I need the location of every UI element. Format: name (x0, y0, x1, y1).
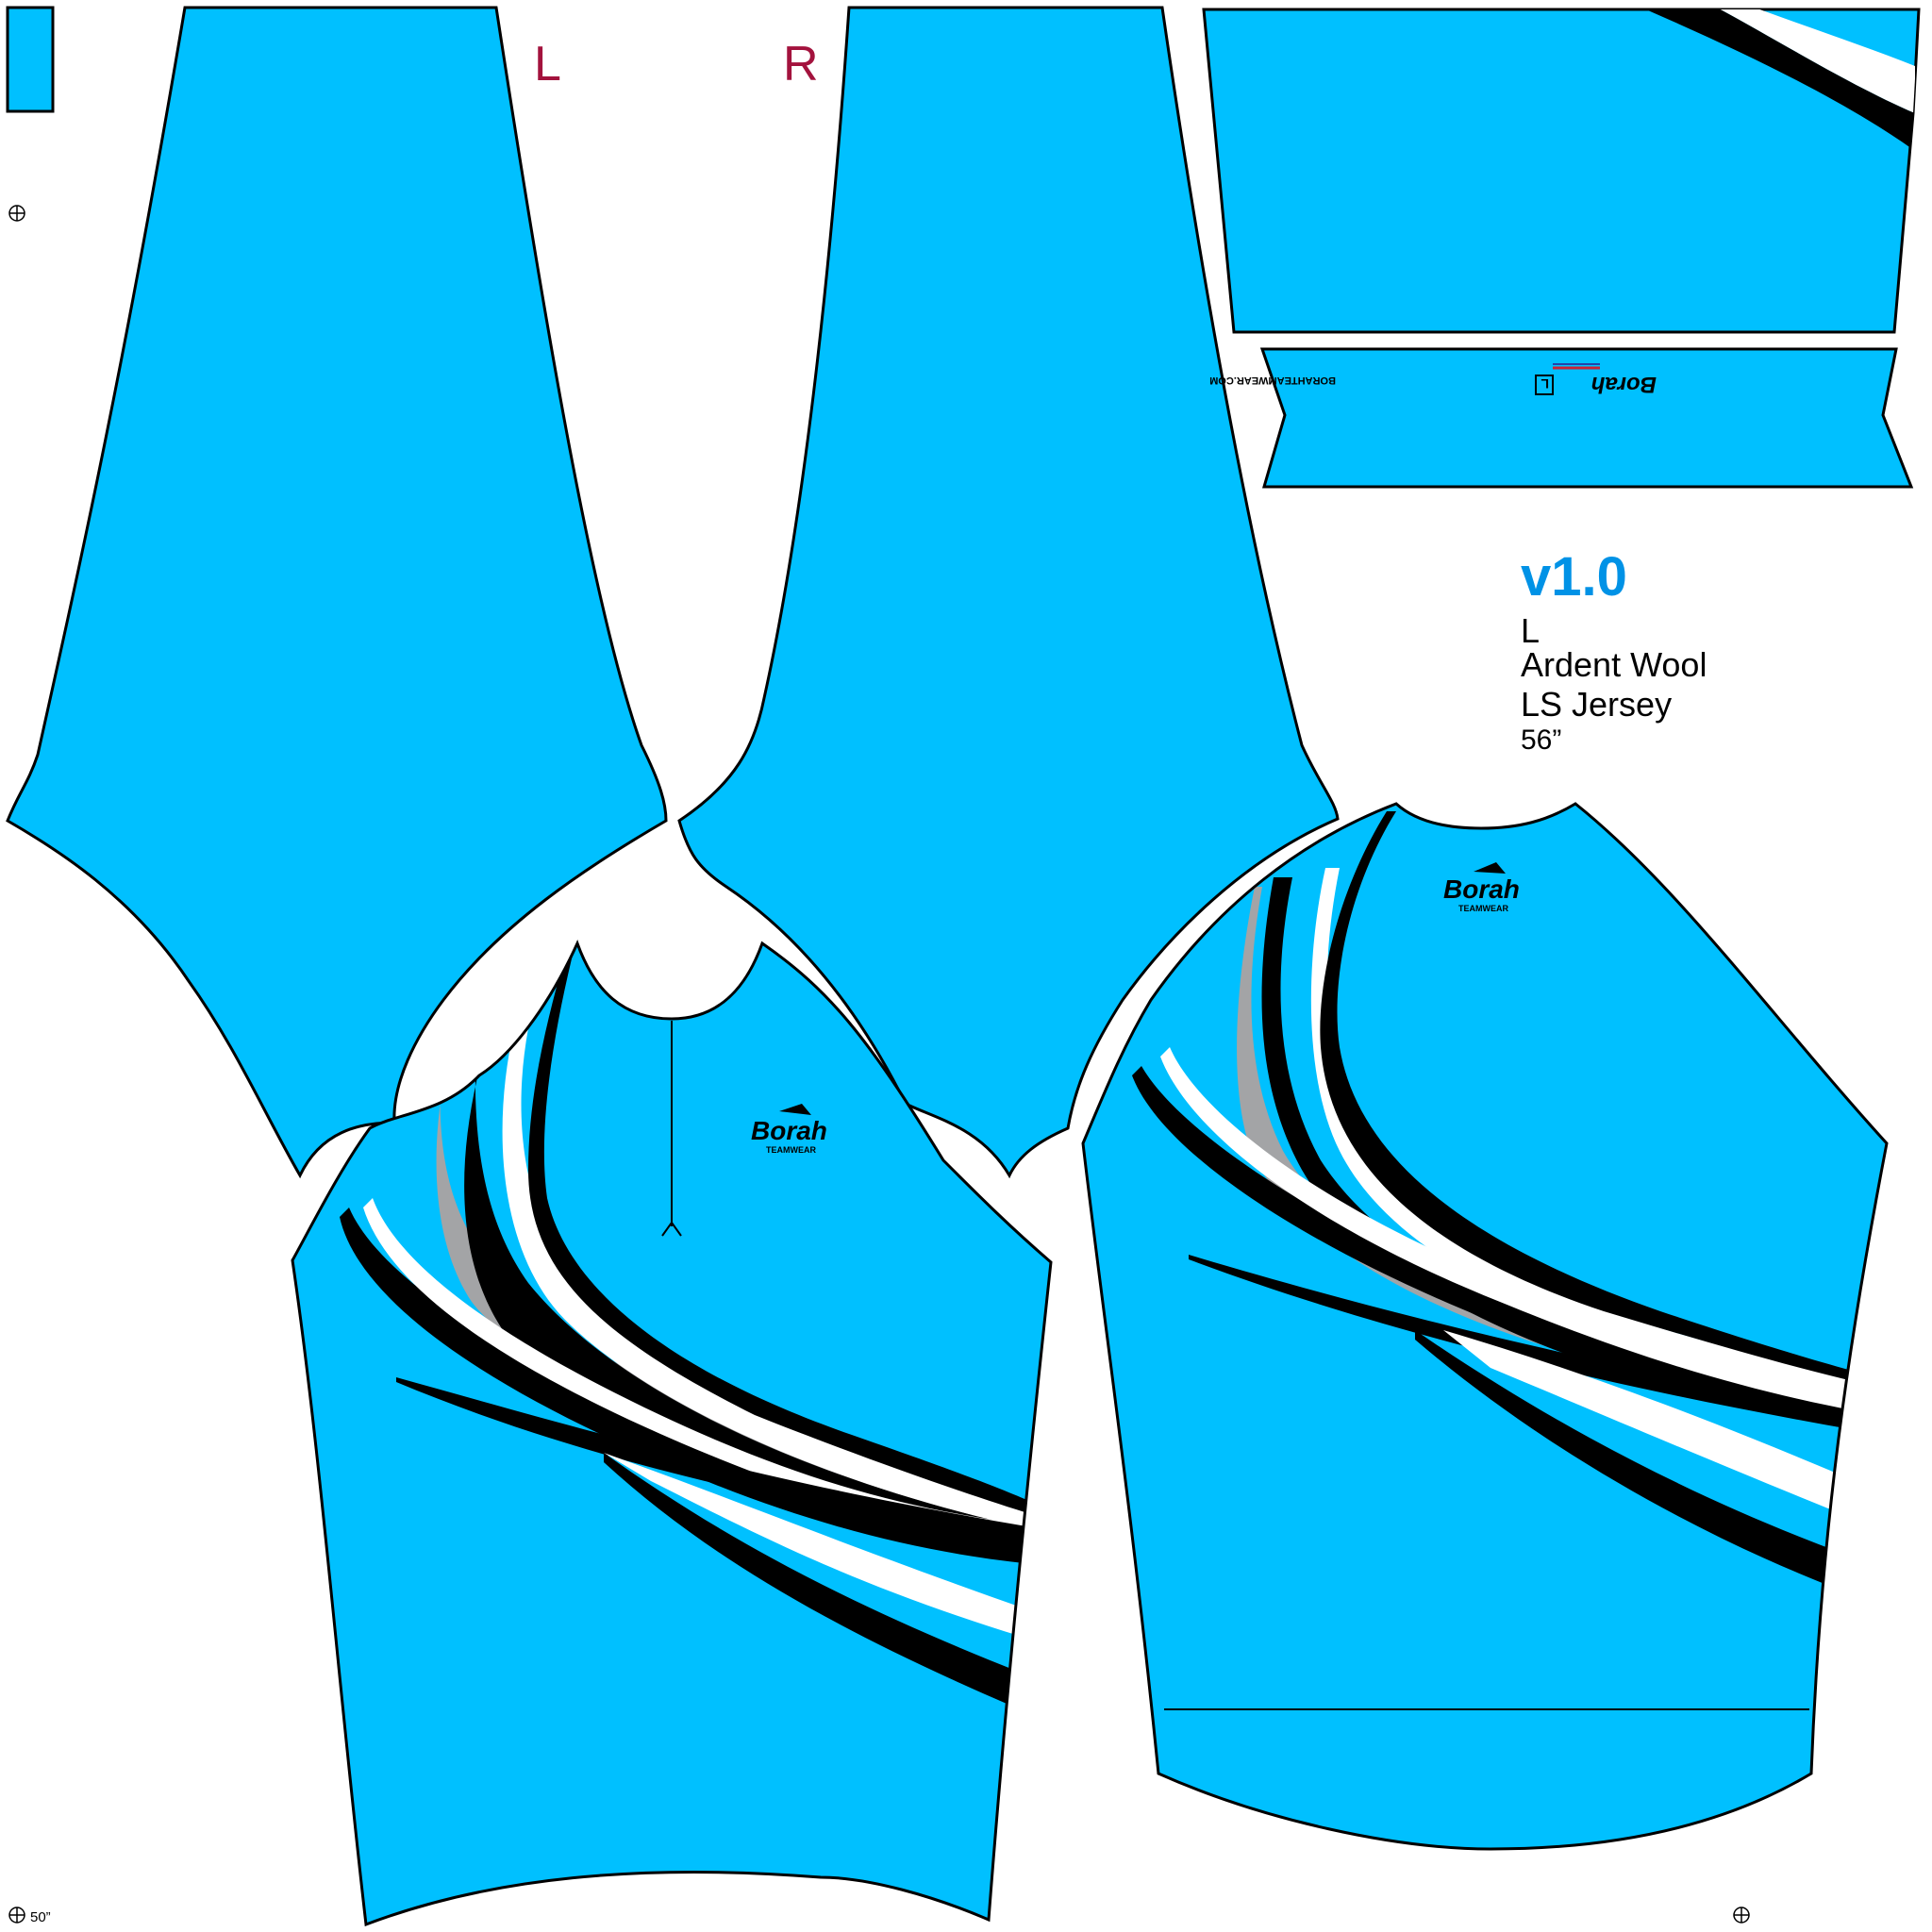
back-panel: Borah TEAMWEAR (1081, 802, 1889, 1851)
left-sleeve-panel (6, 6, 668, 1179)
mountain-peak-icon (779, 1104, 811, 1115)
width-text: 56” (1521, 724, 1562, 756)
pocket-website-text: BORAHTEAMWEAR.COM (1209, 375, 1336, 386)
svg-text:Borah: Borah (751, 1116, 827, 1145)
right-sleeve-panel (677, 6, 1340, 1179)
svg-text:Borah: Borah (1443, 874, 1520, 904)
size-label-box (1535, 375, 1554, 395)
pocket-logo-text: Borah (1591, 372, 1657, 397)
fabric-text: Ardent Wool (1521, 645, 1707, 684)
left-sleeve-label: L (534, 37, 561, 92)
version-label: v1.0 (1521, 546, 1627, 608)
registration-mark-icon (8, 205, 25, 222)
registration-mark-icon (1733, 1907, 1750, 1924)
color-swatch (6, 6, 55, 113)
svg-text:TEAMWEAR: TEAMWEAR (1458, 904, 1508, 913)
collar-panel (1202, 8, 1921, 334)
right-sleeve-label: R (783, 37, 819, 92)
registration-mark-icon (8, 1907, 25, 1924)
zipper-end (661, 1221, 682, 1237)
svg-text:TEAMWEAR: TEAMWEAR (766, 1145, 816, 1155)
pocket-panel: Borah BORAHTEAMWEAR.COM L (1209, 347, 1914, 489)
size-label-text: L (1541, 376, 1549, 391)
back-logo: Borah TEAMWEAR (1443, 862, 1520, 913)
style-text: LS Jersey (1521, 685, 1673, 724)
bottom-width-text: 50” (30, 1909, 51, 1925)
size-text: L (1521, 611, 1541, 650)
front-panel: Borah TEAMWEAR (291, 940, 1053, 1927)
front-logo: Borah TEAMWEAR (751, 1104, 827, 1155)
